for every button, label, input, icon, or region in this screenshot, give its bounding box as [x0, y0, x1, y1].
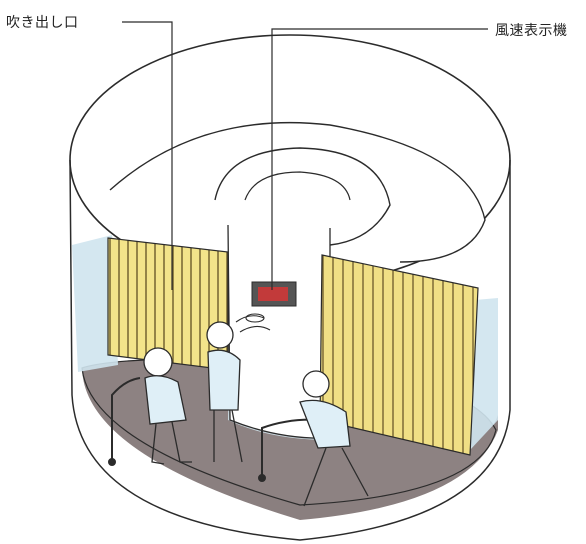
inner-spiral-core: [244, 171, 351, 201]
callout-outlet-label: 吹き出し口: [6, 15, 79, 31]
callout-outlet-leader: [122, 21, 173, 290]
glass-left: [72, 235, 118, 372]
inner-spiral: [214, 147, 391, 246]
wind-speed-display-screen: [258, 287, 288, 301]
handrail-left: [108, 377, 141, 466]
callout-wind-speed-display-label: 風速表示機: [495, 23, 568, 39]
callout-wind-leader: [271, 28, 488, 290]
child-runner-figure: [299, 370, 369, 507]
outlet-panel-right: [319, 254, 479, 456]
cylinder-body: [69, 159, 511, 541]
wind-lines: [235, 313, 271, 333]
child-figure: [143, 347, 192, 465]
glass-right: [470, 298, 498, 450]
outlet-panel-left: [107, 237, 229, 371]
adult-figure: [206, 321, 243, 463]
